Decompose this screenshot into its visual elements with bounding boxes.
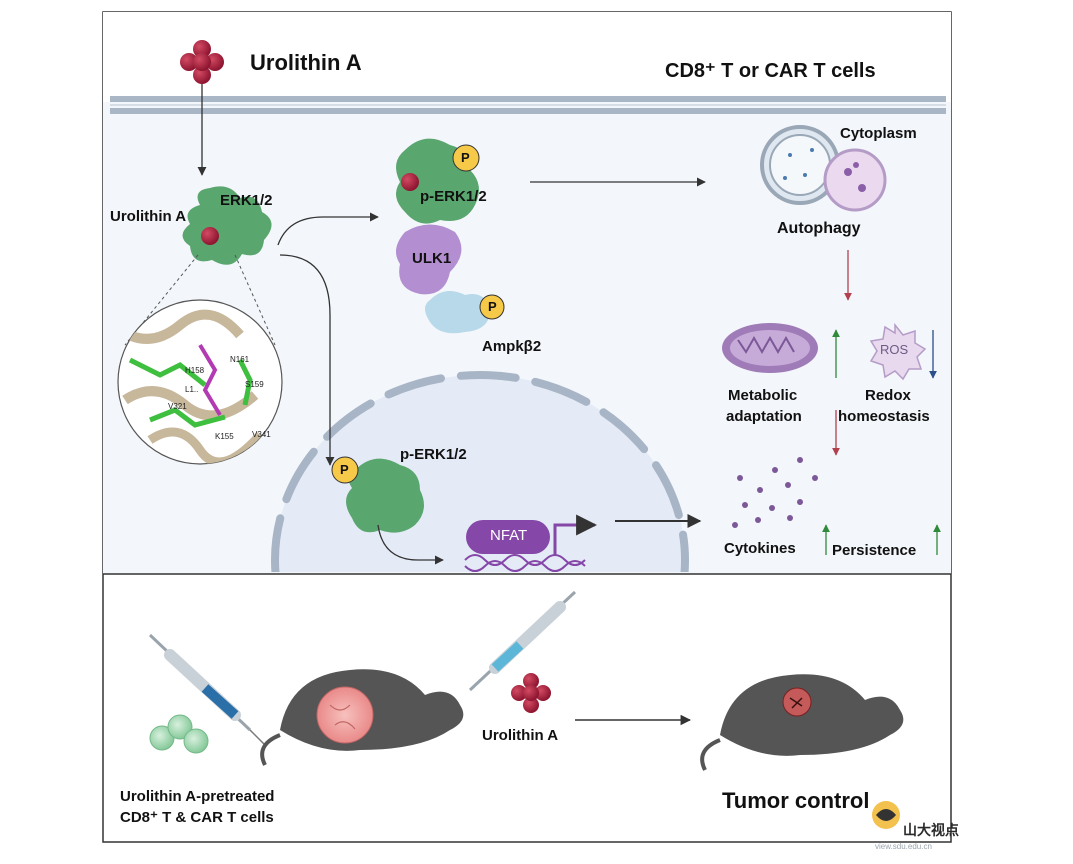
residue-label: V321 xyxy=(168,402,187,411)
dna-icon xyxy=(464,554,586,572)
arrow-to-nucleus xyxy=(279,254,335,466)
cytoplasm-label: Cytoplasm xyxy=(840,125,917,142)
pretreated-label-line1: Urolithin A-pretreated xyxy=(120,788,275,805)
ampk-label: Ampkβ2 xyxy=(482,338,542,355)
nfat-label: NFAT xyxy=(490,527,528,544)
ulk1-label: ULK1 xyxy=(412,250,452,267)
phospho-label: P xyxy=(461,150,470,165)
phospho-label: P xyxy=(488,299,497,314)
arrow-to-nfat xyxy=(377,524,444,565)
urolithin-molecule-icon xyxy=(180,40,224,84)
phospho-label: P xyxy=(340,462,349,477)
syringe-icon xyxy=(468,590,577,692)
watermark-text: 山大视点 xyxy=(903,823,959,839)
ros-icon xyxy=(869,322,927,381)
cell-membrane xyxy=(110,96,946,114)
metabolic-label-line2: adaptation xyxy=(726,408,802,425)
urolithin-bound-label: Urolithin A xyxy=(110,208,187,225)
residue-label: L1.. xyxy=(185,385,199,394)
erk-label: ERK1/2 xyxy=(220,192,273,209)
persistence-label: Persistence xyxy=(832,542,917,559)
residue-label: H158 xyxy=(185,366,205,375)
cells-icon xyxy=(149,714,209,754)
urolithin-molecule-icon xyxy=(511,673,551,713)
redox-label-line2: homeostasis xyxy=(838,408,930,425)
mouse-icon xyxy=(700,674,904,771)
phospho-icon xyxy=(452,144,480,172)
autophagosome-icon xyxy=(760,125,887,212)
arrow-to-perk xyxy=(277,212,379,246)
watermark-url: view.sdu.edu.cn xyxy=(875,842,932,851)
nuclear-perk-icon xyxy=(346,458,424,533)
perk-label: p-ERK1/2 xyxy=(420,188,487,205)
watermark-logo-icon xyxy=(872,801,900,829)
perk-ulk1-ampk-complex xyxy=(396,138,490,334)
nuclear-perk-label: p-ERK1/2 xyxy=(400,446,467,463)
residue-label: N161 xyxy=(230,355,250,364)
erk-protein-icon xyxy=(182,186,272,265)
bottom-urolithin-label: Urolithin A xyxy=(482,727,559,744)
cytokines-label: Cytokines xyxy=(724,540,796,557)
pretreated-label-line2: CD8⁺ T & CAR T cells xyxy=(120,809,274,826)
residue-label: K155 xyxy=(215,432,234,441)
transcription-arrow xyxy=(553,514,598,555)
mitochondrion-icon xyxy=(722,323,818,373)
tumor-control-label: Tumor control xyxy=(722,788,870,813)
docking-zoom-inset xyxy=(117,299,283,465)
tumor-icon xyxy=(316,686,374,744)
cell-type-label: CD8⁺ T or CAR T cells xyxy=(665,60,876,82)
urolithin-a-label: Urolithin A xyxy=(250,50,362,75)
redox-label-line1: Redox xyxy=(865,387,911,404)
syringe-icon xyxy=(148,633,266,746)
nfat-factor-icon xyxy=(466,520,550,554)
residue-label: S159 xyxy=(245,380,264,389)
autophagy-label: Autophagy xyxy=(777,220,861,237)
phospho-icon xyxy=(479,294,505,320)
ros-label: ROS xyxy=(880,342,909,357)
residue-label: V341 xyxy=(252,430,271,439)
metabolic-label-line1: Metabolic xyxy=(728,387,798,404)
tumor-icon xyxy=(782,687,812,717)
phospho-icon xyxy=(331,456,359,484)
cytokine-dots xyxy=(732,457,818,528)
